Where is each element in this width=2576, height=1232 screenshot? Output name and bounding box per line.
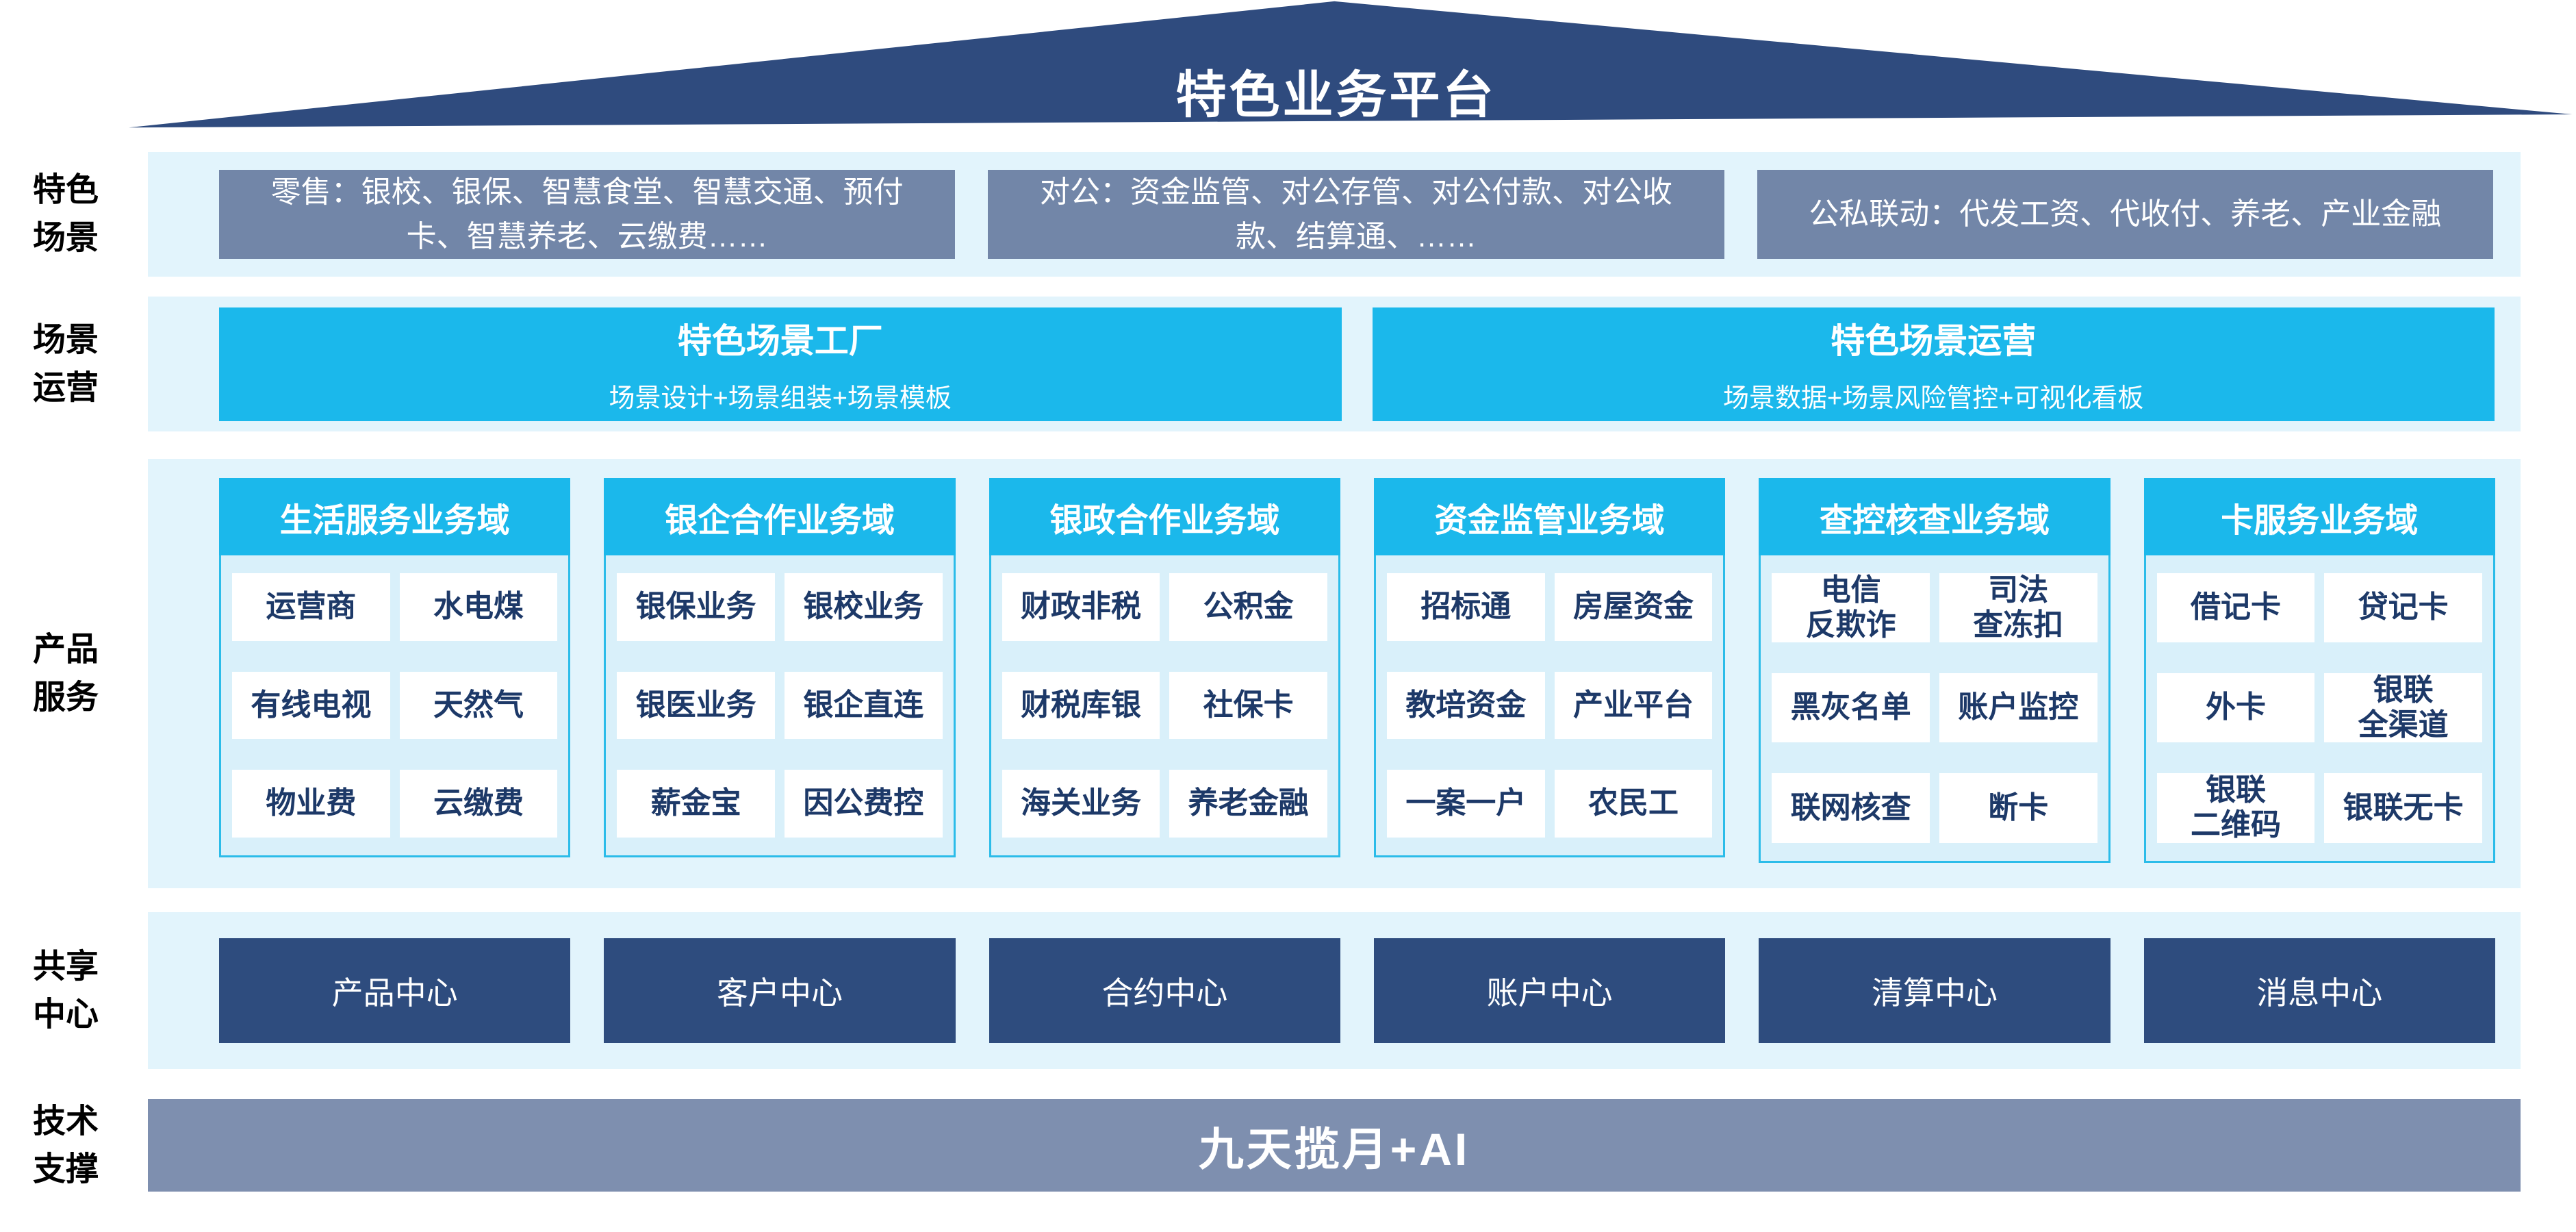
domain-cell: 天然气: [399, 671, 558, 740]
scene-operations-band: 特色场景工厂 场景设计+场景组装+场景模板 特色场景运营 场景数据+场景风险管控…: [148, 297, 2521, 431]
platform-title: 特色业务平台: [1175, 66, 1496, 123]
domain-cell: 借记卡: [2156, 573, 2315, 643]
domain-cell: 财政非税: [1002, 573, 1160, 641]
domain-column-bank-government: 银政合作业务域 财政非税 公积金 财税库银 社保卡 海关业务 养老金融: [989, 478, 1340, 857]
row-label-feature-scenes: 特色 场景: [32, 172, 99, 256]
domain-cell: 银医业务: [617, 671, 775, 740]
domain-cell: 一案一户: [1386, 770, 1545, 838]
ops-box-subtitle: 场景设计+场景组装+场景模板: [609, 384, 952, 413]
domain-cell: 水电煤: [399, 573, 558, 641]
domain-cell: 社保卡: [1169, 671, 1327, 740]
ops-box-title: 特色场景运营: [1831, 322, 2037, 360]
domain-header: 生活服务业务域: [219, 478, 571, 555]
domain-panel: 运营商 水电煤 有线电视 天然气 物业费 云缴费: [219, 555, 571, 857]
scene-box-public-private: 公私联动：代发工资、代收付、养老、产业金融: [1757, 170, 2493, 259]
domain-header: 资金监管业务域: [1373, 478, 1726, 555]
domain-header: 银企合作业务域: [604, 478, 956, 555]
row-label-tech-support: 技术 支撑: [32, 1103, 99, 1187]
domain-cell: 物业费: [232, 770, 390, 838]
domain-cell: 银保业务: [617, 573, 775, 641]
domain-cell: 联网核查: [1772, 773, 1930, 843]
domain-cell: 农民工: [1554, 770, 1713, 838]
domain-cell: 银联 二维码: [2156, 773, 2315, 843]
domain-panel: 借记卡 贷记卡 外卡 银联 全渠道 银联 二维码 银联无卡: [2143, 555, 2495, 863]
scene-operations-row: 场景 运营 特色场景工厂 场景设计+场景组装+场景模板 特色场景运营 场景数据+…: [0, 297, 2576, 431]
domain-panel: 电信 反欺诈 司法 查冻扣 黑灰名单 账户监控 联网核查 断卡: [1759, 555, 2110, 863]
domain-column-fund-supervision: 资金监管业务域 招标通 房屋资金 教培资金 产业平台 一案一户 农民工: [1373, 478, 1726, 857]
domain-cell: 产业平台: [1554, 671, 1713, 740]
domain-panel: 银保业务 银校业务 银医业务 银企直连 薪金宝 因公费控: [604, 555, 956, 857]
domain-cell: 黑灰名单: [1772, 673, 1930, 743]
ops-box-title: 特色场景工厂: [677, 322, 883, 360]
product-services-row: 产品 服务 生活服务业务域 运营商 水电煤 有线电视 天然气 物业费 云缴费 银…: [0, 459, 2576, 888]
row-label-scene-operations: 场景 运营: [32, 321, 99, 406]
domain-cell: 运营商: [232, 573, 390, 641]
domain-cell: 薪金宝: [617, 770, 775, 838]
center-box-account: 账户中心: [1373, 938, 1726, 1043]
ops-box-scene-operation: 特色场景运营 场景数据+场景风险管控+可视化看板: [1372, 307, 2495, 421]
domain-cell: 财税库银: [1002, 671, 1160, 740]
domain-column-bank-enterprise: 银企合作业务域 银保业务 银校业务 银医业务 银企直连 薪金宝 因公费控: [604, 478, 956, 857]
domain-cell: 招标通: [1386, 573, 1545, 641]
tech-support-row: 技术 支撑 九天揽月+AI: [0, 1099, 2576, 1192]
domain-cell: 账户监控: [1939, 673, 2097, 743]
ops-box-subtitle: 场景数据+场景风险管控+可视化看板: [1723, 384, 2144, 413]
domain-column-inquiry-control: 查控核查业务域 电信 反欺诈 司法 查冻扣 黑灰名单 账户监控 联网核查 断卡: [1759, 478, 2110, 863]
domain-cell: 司法 查冻扣: [1939, 573, 2097, 643]
domain-panel: 财政非税 公积金 财税库银 社保卡 海关业务 养老金融: [989, 555, 1340, 857]
row-label-product-services: 产品 服务: [32, 631, 99, 716]
domain-cell: 银校业务: [784, 573, 943, 641]
domain-cell: 云缴费: [399, 770, 558, 838]
row-label-shared-centers: 共享 中心: [32, 948, 99, 1033]
tech-support-bar: 九天揽月+AI: [148, 1099, 2521, 1192]
feature-scenes-band: 零售：银校、银保、智慧食堂、智慧交通、预付卡、智慧养老、云缴费…… 对公：资金监…: [148, 152, 2521, 277]
center-box-message: 消息中心: [2143, 938, 2495, 1043]
domain-panel: 招标通 房屋资金 教培资金 产业平台 一案一户 农民工: [1373, 555, 1726, 857]
domain-header: 卡服务业务域: [2143, 478, 2495, 555]
ops-box-scene-factory: 特色场景工厂 场景设计+场景组装+场景模板: [219, 307, 1342, 421]
product-services-band: 生活服务业务域 运营商 水电煤 有线电视 天然气 物业费 云缴费 银企合作业务域…: [148, 459, 2521, 888]
domain-cell: 养老金融: [1169, 770, 1327, 838]
feature-scenes-row: 特色 场景 零售：银校、银保、智慧食堂、智慧交通、预付卡、智慧养老、云缴费…… …: [0, 152, 2576, 277]
domain-cell: 公积金: [1169, 573, 1327, 641]
center-box-contract: 合约中心: [989, 938, 1340, 1043]
center-box-clearing: 清算中心: [1759, 938, 2110, 1043]
domain-cell: 银企直连: [784, 671, 943, 740]
domain-header: 查控核查业务域: [1759, 478, 2110, 555]
center-box-customer: 客户中心: [604, 938, 956, 1043]
domain-cell: 贷记卡: [2324, 573, 2482, 643]
shared-centers-band: 产品中心 客户中心 合约中心 账户中心 清算中心 消息中心: [148, 912, 2521, 1069]
domain-cell: 断卡: [1939, 773, 2097, 843]
domain-column-life-services: 生活服务业务域 运营商 水电煤 有线电视 天然气 物业费 云缴费: [219, 478, 571, 857]
domain-cell: 银联 全渠道: [2324, 673, 2482, 743]
shared-centers-row: 共享 中心 产品中心 客户中心 合约中心 账户中心 清算中心 消息中心: [0, 912, 2576, 1069]
domain-cell: 外卡: [2156, 673, 2315, 743]
platform-roof: 特色业务平台: [0, 0, 2576, 131]
center-box-product: 产品中心: [219, 938, 571, 1043]
domain-cell: 因公费控: [784, 770, 943, 838]
scene-box-corporate: 对公：资金监管、对公存管、对公付款、对公收款、结算通、……: [988, 170, 1724, 259]
domain-cell: 教培资金: [1386, 671, 1545, 740]
domain-cell: 电信 反欺诈: [1772, 573, 1930, 643]
domain-column-card-services: 卡服务业务域 借记卡 贷记卡 外卡 银联 全渠道 银联 二维码 银联无卡: [2143, 478, 2495, 863]
domain-cell: 有线电视: [232, 671, 390, 740]
domain-cell: 房屋资金: [1554, 573, 1713, 641]
domain-cell: 海关业务: [1002, 770, 1160, 838]
domain-cell: 银联无卡: [2324, 773, 2482, 843]
scene-box-retail: 零售：银校、银保、智慧食堂、智慧交通、预付卡、智慧养老、云缴费……: [219, 170, 956, 259]
domain-header: 银政合作业务域: [989, 478, 1340, 555]
